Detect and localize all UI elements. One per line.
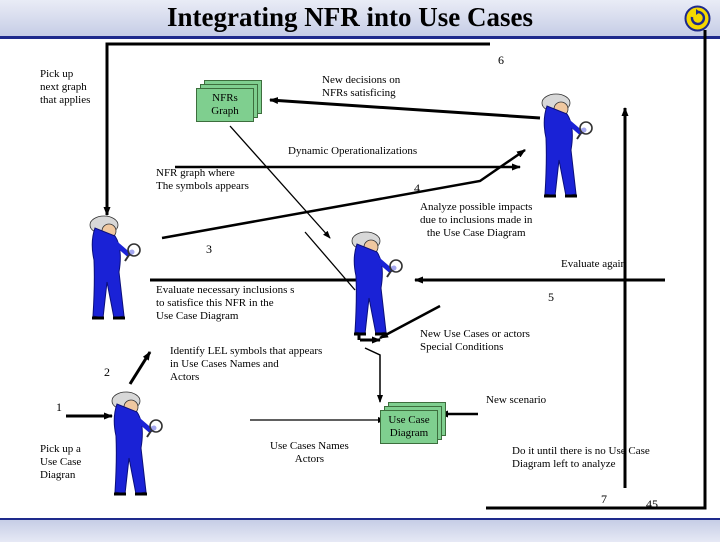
label-pick-graph: Pick up next graph that applies bbox=[40, 68, 91, 106]
bottom-bar bbox=[0, 518, 720, 542]
step-number-6: 6 bbox=[498, 53, 504, 67]
step-number-5: 5 bbox=[548, 290, 554, 304]
analyst-figure-middle-left bbox=[90, 216, 140, 318]
label-dynamic-operationalizations: Dynamic Operationalizations bbox=[288, 145, 418, 157]
page-title: Integrating NFR into Use Cases bbox=[167, 2, 533, 32]
flow-line-3-to-person bbox=[304, 231, 356, 291]
nfrs-graph-document: NFRs Graph bbox=[196, 80, 262, 126]
logo-icon bbox=[684, 5, 711, 32]
flow-line-new-usecases bbox=[379, 304, 441, 340]
flow-line-to-diagram bbox=[364, 347, 383, 403]
step-number-7: 7 bbox=[601, 492, 607, 506]
flow-line-analyze bbox=[161, 148, 526, 240]
step-number-1: 1 bbox=[56, 400, 62, 414]
label-new-use-cases: New Use Cases or actors Special Conditio… bbox=[420, 328, 530, 353]
label-identify-lel: Identify LEL symbols that appears in Use… bbox=[170, 345, 323, 383]
page-number: 45 bbox=[646, 497, 658, 511]
flow-line-step5 bbox=[486, 30, 707, 510]
label-evaluate-again: Evaluate again bbox=[561, 258, 627, 270]
step-number-2: 2 bbox=[104, 365, 110, 379]
label-pick-use-case: Pick up a Use Case Diagran bbox=[40, 443, 82, 481]
label-do-it-until: Do it until there is no Use Case Diagram… bbox=[512, 445, 650, 470]
label-use-cases-names: Use Cases Names Actors bbox=[270, 440, 349, 465]
flow-line-new-decisions bbox=[269, 97, 541, 120]
step-number-3: 3 bbox=[206, 242, 212, 256]
flow-line-nfr-to-person bbox=[229, 125, 331, 239]
label-nfr-graph-where: NFR graph where The symbols appears bbox=[156, 167, 249, 192]
title-bar: Integrating NFR into Use Cases bbox=[0, 0, 720, 39]
label-new-decisions: New decisions on NFRs satisficing bbox=[322, 74, 401, 99]
analyst-figure-top-right bbox=[542, 94, 592, 196]
flow-line-2 bbox=[128, 351, 152, 385]
analyst-figure-center bbox=[352, 232, 402, 334]
use-case-diagram-document: Use Case Diagram bbox=[380, 402, 446, 448]
analyst-figure-bottom-left bbox=[112, 392, 162, 494]
flow-line-step6 bbox=[103, 42, 490, 216]
step-number-4: 4 bbox=[414, 181, 420, 195]
label-analyze: Analyze possible impacts due to inclusio… bbox=[420, 201, 533, 239]
label-evaluate-necessary: Evaluate necessary inclusions s to satis… bbox=[156, 284, 295, 322]
label-new-scenario: New scenario bbox=[486, 394, 547, 406]
